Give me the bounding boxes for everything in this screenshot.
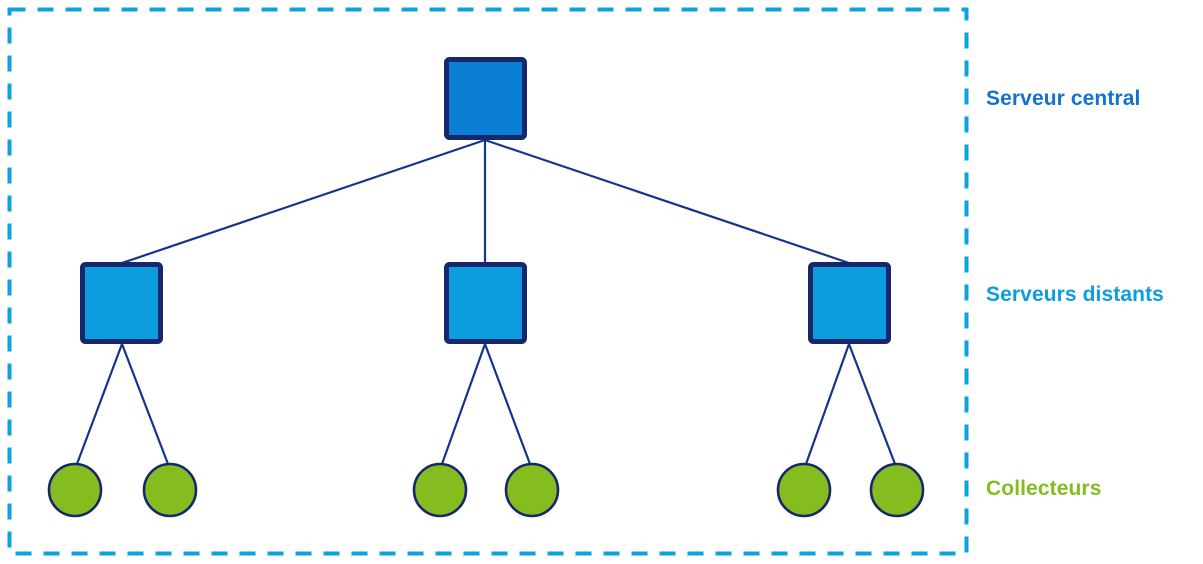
remote-server-square[interactable]: [80, 262, 163, 344]
remote-server-square[interactable]: [808, 262, 891, 344]
collector-circle[interactable]: [142, 462, 198, 518]
node-remote-server-1[interactable]: [80, 262, 163, 344]
legend-label-collectors: Collecteurs: [986, 477, 1102, 500]
legend-label-remote-servers: Serveurs distants: [986, 283, 1164, 306]
node-remote-server-3[interactable]: [808, 262, 891, 344]
link-remote-3-collector-6: [847, 343, 897, 465]
collector-circle[interactable]: [504, 462, 560, 518]
link-remote-1-collector-2: [120, 343, 170, 465]
collector-circle[interactable]: [47, 462, 103, 518]
link-remote-3-collector-5: [804, 343, 851, 465]
node-collector-5[interactable]: [776, 462, 832, 518]
connector-lines-central-to-remote: [121, 138, 850, 265]
node-remote-server-2[interactable]: [444, 262, 527, 344]
collector-circle[interactable]: [869, 462, 925, 518]
link-remote-2-collector-4: [483, 343, 532, 465]
node-collector-2[interactable]: [142, 462, 198, 518]
collector-circle[interactable]: [776, 462, 832, 518]
link-remote-1-collector-1: [75, 343, 124, 465]
node-central-server[interactable]: [444, 57, 527, 140]
node-collector-1[interactable]: [47, 462, 103, 518]
diagram-frame: [7, 7, 969, 556]
node-collector-4[interactable]: [504, 462, 560, 518]
connector-lines-remote-to-collectors: [75, 343, 897, 465]
central-server-square[interactable]: [444, 57, 527, 140]
collector-circle[interactable]: [412, 462, 468, 518]
node-collector-3[interactable]: [412, 462, 468, 518]
legend-label-central-server: Serveur central: [986, 87, 1141, 110]
link-central-remote-1: [121, 138, 486, 265]
node-collector-6[interactable]: [869, 462, 925, 518]
link-central-remote-3: [484, 138, 850, 265]
remote-server-square[interactable]: [444, 262, 527, 344]
link-remote-2-collector-3: [440, 343, 487, 465]
